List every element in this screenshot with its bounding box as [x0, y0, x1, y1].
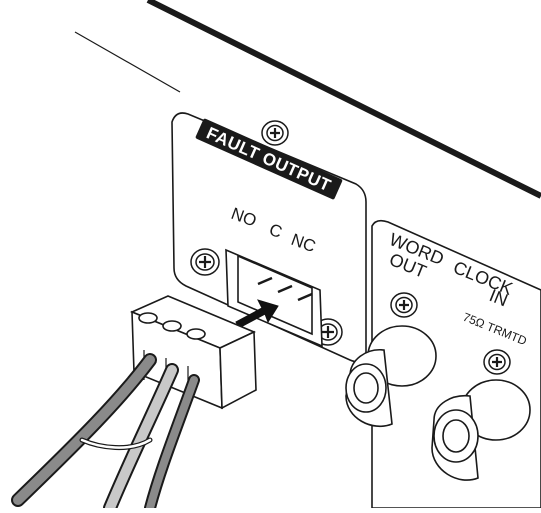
device-chassis: [74, 0, 541, 199]
chassis-top-edge: [146, 0, 541, 199]
cable-gray: [146, 376, 198, 512]
cable-bundle: [11, 353, 200, 513]
screw-icon: [483, 349, 511, 375]
label-impedance: 75Ω TRMTD: [461, 310, 529, 348]
plug-screw: [162, 320, 182, 332]
screw-icon: [390, 292, 418, 318]
word-clock-panel: [371, 219, 541, 509]
plug-side: [219, 330, 257, 410]
fault-output-socket: [225, 248, 323, 348]
cable-gray: [13, 355, 155, 505]
terminal-plug-icon: [129, 295, 257, 410]
rear-panel: [171, 112, 541, 509]
chassis-top-line: [74, 31, 181, 93]
insert-arrow-icon: [235, 299, 279, 329]
socket-pins: [257, 276, 313, 302]
cable-light: [105, 365, 177, 513]
bnc-out-bore: [353, 372, 379, 404]
bnc-connector-icon: [345, 325, 437, 428]
label-c: C: [267, 220, 285, 242]
socket-body: [237, 254, 313, 336]
bnc-in-bore: [442, 419, 470, 453]
fault-output-plate: [195, 118, 343, 200]
screw-icon: [261, 120, 289, 146]
plug-screw: [138, 312, 158, 324]
bnc-connector-icon: [431, 379, 531, 481]
screw-icon: [190, 248, 220, 276]
cable-tie: [80, 438, 152, 449]
plug-screw: [186, 328, 206, 340]
